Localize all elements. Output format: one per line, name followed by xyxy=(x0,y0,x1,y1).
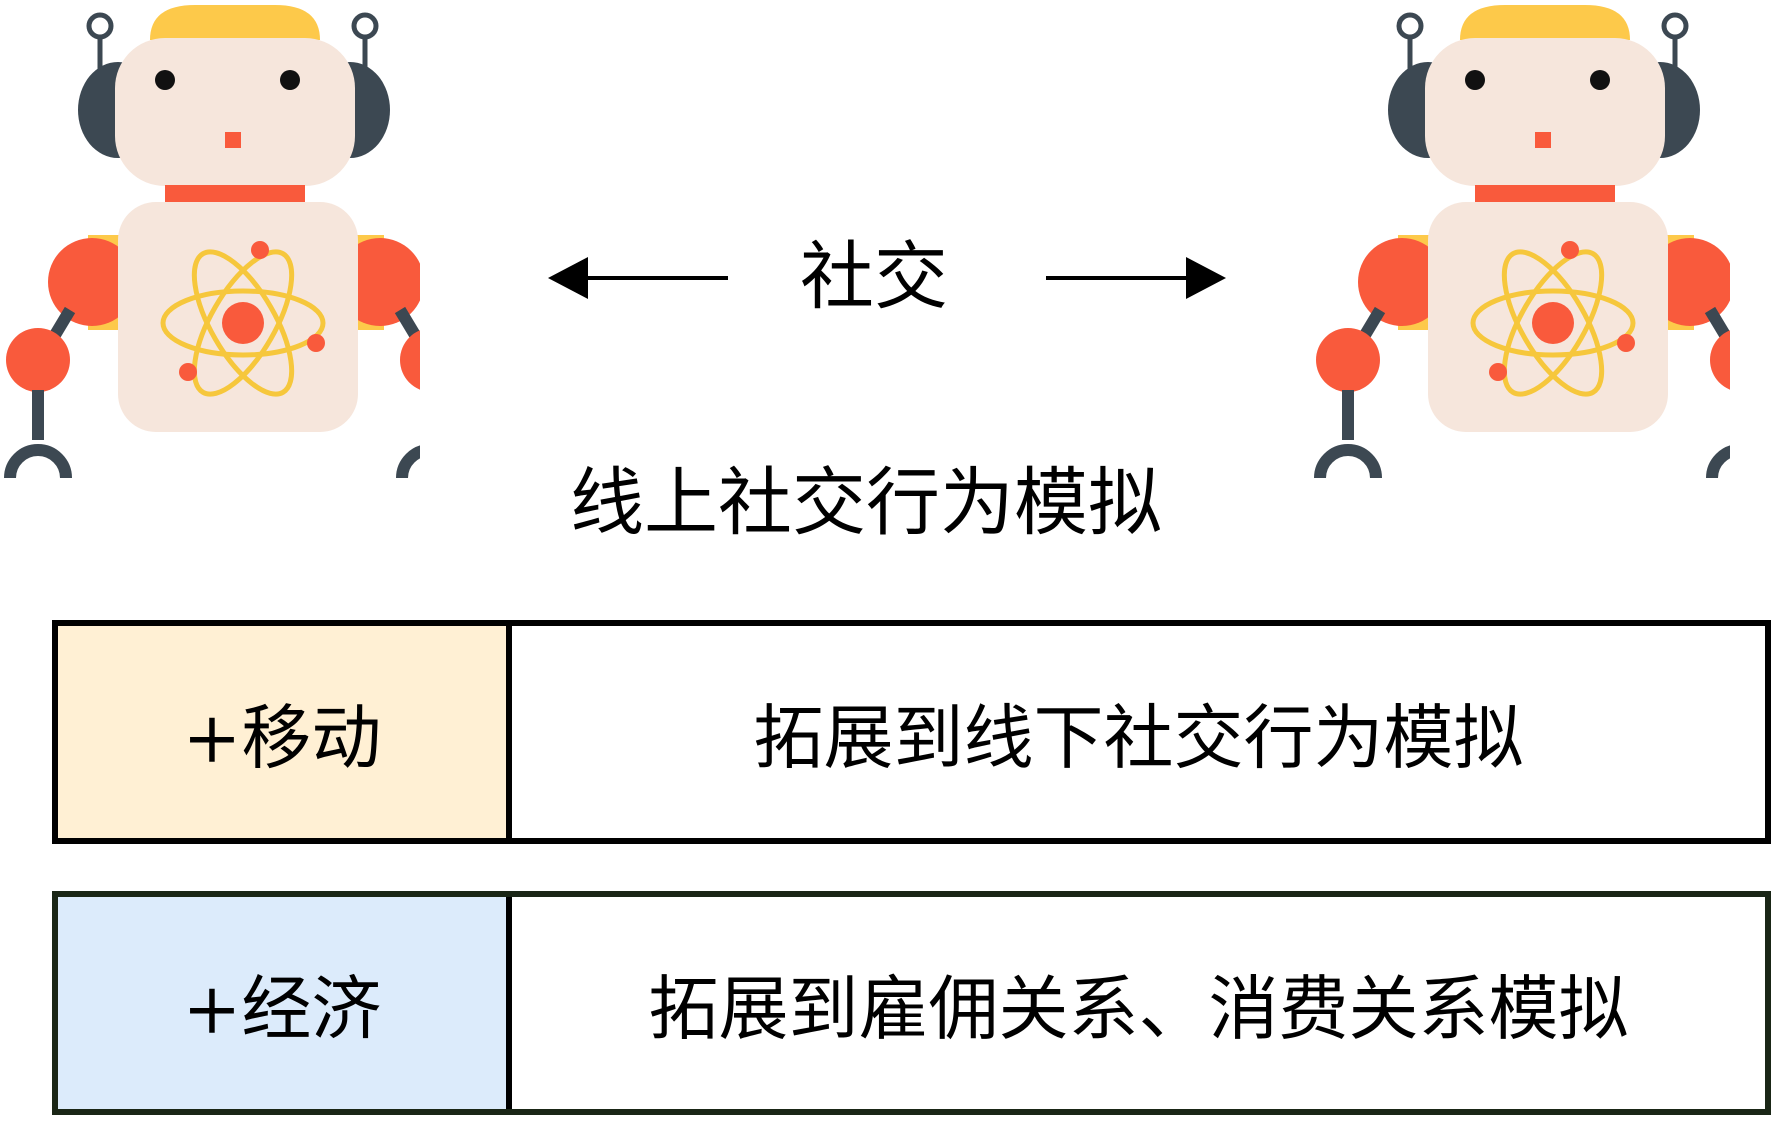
robot-left-icon xyxy=(4,5,420,479)
robot-right-icon xyxy=(1314,5,1730,479)
tag-economy: +经济 xyxy=(58,897,512,1109)
arrow-right-icon xyxy=(1046,257,1226,299)
description-economy: 拓展到雇佣关系、消费关系模拟 xyxy=(512,897,1765,1109)
arrow-left-icon xyxy=(548,257,728,299)
extension-row-mobility: +移动 拓展到线下社交行为模拟 xyxy=(52,620,1771,844)
social-label: 社交 xyxy=(800,234,948,320)
tag-mobility: +移动 xyxy=(58,626,512,838)
online-social-caption: 线上社交行为模拟 xyxy=(570,460,1162,546)
description-mobility: 拓展到线下社交行为模拟 xyxy=(512,626,1765,838)
extension-row-economy: +经济 拓展到雇佣关系、消费关系模拟 xyxy=(52,891,1771,1115)
